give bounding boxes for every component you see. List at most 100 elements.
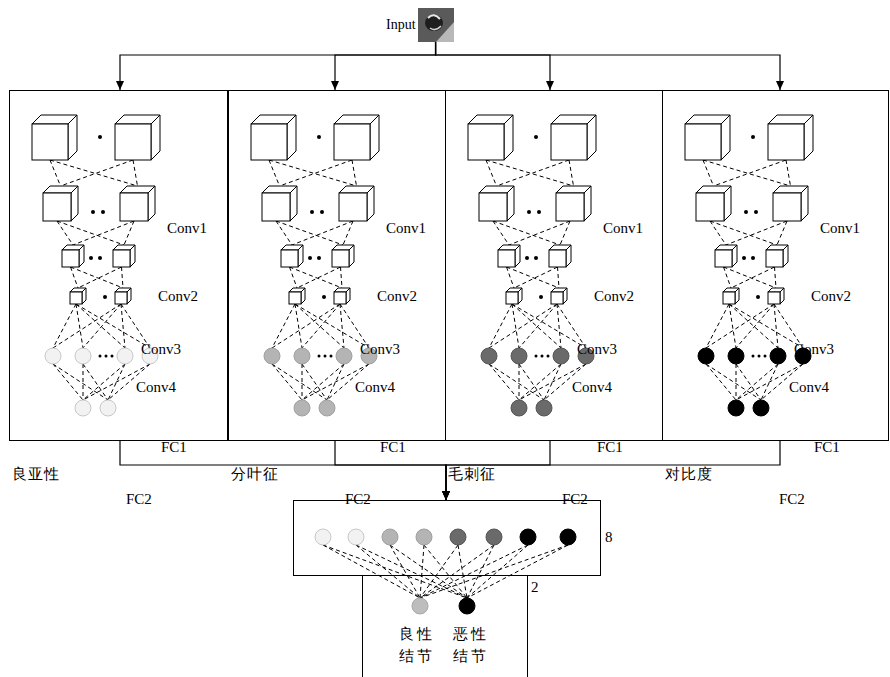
layer-label: Conv3 xyxy=(577,340,617,358)
ellipsis-dot xyxy=(539,295,543,299)
layer-label: FC1 xyxy=(597,438,623,456)
dashed-link xyxy=(53,364,108,400)
dashed-link xyxy=(736,364,761,400)
layer-label: FC2 xyxy=(126,490,152,508)
ellipsis-dot xyxy=(758,355,761,358)
dashed-link xyxy=(560,221,570,245)
dashed-link xyxy=(295,304,302,348)
neuron xyxy=(728,400,744,416)
layer-label: FC1 xyxy=(380,438,406,456)
connector xyxy=(335,42,436,90)
connector xyxy=(446,441,550,500)
ellipsis-dot xyxy=(764,355,767,358)
cube-side xyxy=(801,186,808,221)
dashed-link xyxy=(777,221,787,245)
neuron xyxy=(486,529,502,545)
cube-side xyxy=(298,245,303,267)
dashed-link xyxy=(280,160,353,186)
cube-front xyxy=(334,292,346,304)
cube-side xyxy=(587,115,596,160)
cube-side xyxy=(290,186,297,221)
dashed-link xyxy=(50,160,61,186)
neuron xyxy=(45,348,61,364)
dashed-link xyxy=(122,267,124,288)
dashed-link xyxy=(341,267,343,288)
cube-side xyxy=(68,115,77,160)
neuron xyxy=(294,400,310,416)
ellipsis-dot xyxy=(317,135,321,139)
branch-panel: Conv1Conv2Conv3Conv4FC1对比度FC2 xyxy=(662,90,889,441)
dashed-link xyxy=(83,304,121,348)
dashed-link xyxy=(356,545,420,598)
ellipsis-dot xyxy=(535,355,538,358)
cube-side xyxy=(563,288,567,304)
ellipsis-dot xyxy=(534,256,538,260)
dashed-link xyxy=(706,364,761,400)
ellipsis-dot xyxy=(752,355,755,358)
cube-front xyxy=(43,193,71,221)
neuron xyxy=(416,529,432,545)
neuron xyxy=(728,348,744,364)
dashed-link xyxy=(290,267,343,288)
dashed-link xyxy=(714,160,787,186)
branch-label: 良亚性 xyxy=(12,465,60,483)
count-label: 8 xyxy=(605,528,613,546)
dashed-link xyxy=(420,545,458,598)
dashed-link xyxy=(83,364,84,400)
dashed-link xyxy=(73,221,134,245)
connector xyxy=(120,42,436,90)
cube-front xyxy=(715,250,732,267)
dashed-link xyxy=(290,267,298,288)
layer-label: FC2 xyxy=(562,490,588,508)
cube-front xyxy=(556,193,584,221)
dashed-link xyxy=(736,364,737,400)
ellipsis-dot xyxy=(322,295,326,299)
dashed-link xyxy=(420,545,528,598)
layer-label: Conv3 xyxy=(360,340,400,358)
ellipsis-dot xyxy=(91,210,95,214)
cube-side xyxy=(735,288,739,304)
dashed-link xyxy=(276,221,343,245)
dashed-link xyxy=(729,304,803,348)
class-label: 恶性 结节 xyxy=(451,623,490,667)
cube-side xyxy=(732,245,737,267)
dashed-link xyxy=(467,545,494,598)
dashed-link xyxy=(710,221,726,245)
dashed-link xyxy=(731,267,775,288)
dashed-link xyxy=(486,160,497,186)
neuron xyxy=(698,348,714,364)
dashed-link xyxy=(557,304,561,348)
dashed-link xyxy=(390,545,467,598)
dashed-link xyxy=(519,364,520,400)
dashed-link xyxy=(724,267,732,288)
cube-front xyxy=(115,124,151,160)
neuron xyxy=(117,348,133,364)
dashed-link xyxy=(124,221,134,245)
thumb-ground xyxy=(418,8,454,42)
ellipsis-dot xyxy=(111,355,114,358)
cube-side xyxy=(721,115,730,160)
dashed-link xyxy=(76,304,83,348)
ellipsis-dot xyxy=(105,355,108,358)
dashed-link xyxy=(509,221,570,245)
ellipsis-dot xyxy=(310,210,314,214)
dashed-link xyxy=(295,304,344,348)
dashed-link xyxy=(53,304,76,348)
dashed-link xyxy=(272,364,327,400)
layer-label: Conv3 xyxy=(141,340,181,358)
dashed-link xyxy=(71,267,124,288)
dashed-link xyxy=(710,221,777,245)
layer-label: FC1 xyxy=(814,438,840,456)
dashed-link xyxy=(458,545,467,598)
dashed-link xyxy=(76,304,125,348)
branch-panel: Conv1Conv2Conv3Conv4FC1毛刺征FC2 xyxy=(445,90,663,441)
dashed-link xyxy=(83,364,108,400)
dashed-link xyxy=(272,364,302,400)
thumb-highlight xyxy=(430,26,441,30)
dashed-link xyxy=(390,545,420,598)
neuron xyxy=(319,400,335,416)
ellipsis-dot xyxy=(320,210,324,214)
neuron xyxy=(753,400,769,416)
cube-side xyxy=(504,115,513,160)
ellipsis-dot xyxy=(101,210,105,214)
